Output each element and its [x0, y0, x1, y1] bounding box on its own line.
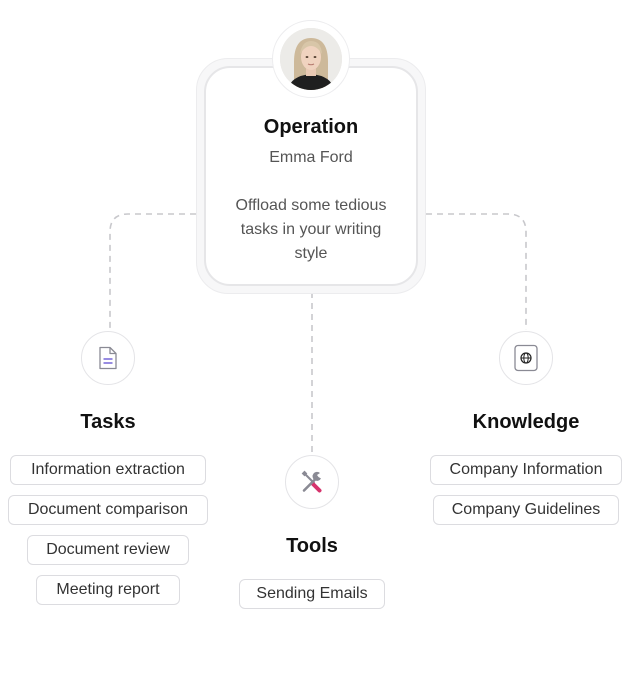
knowledge-chip-company-information[interactable]: Company Information — [430, 455, 622, 485]
task-chip-meeting-report[interactable]: Meeting report — [36, 575, 180, 605]
card-description: Offload some tedious tasks in your writi… — [235, 197, 387, 262]
tool-chip-sending-emails[interactable]: Sending Emails — [239, 579, 385, 609]
avatar[interactable] — [280, 28, 342, 90]
knowledge-icon-button[interactable] — [499, 331, 553, 385]
operation-card[interactable]: Operation Emma Ford Offload some tedious… — [204, 66, 418, 286]
knowledge-chip-company-guidelines[interactable]: Company Guidelines — [433, 495, 619, 525]
tools-icon — [301, 470, 322, 493]
card-person-name: Emma Ford — [269, 149, 353, 166]
tools-icon-button[interactable] — [285, 455, 339, 509]
tasks-icon-button[interactable] — [81, 331, 135, 385]
document-icon — [99, 346, 117, 370]
task-chip-information-extraction[interactable]: Information extraction — [10, 455, 206, 485]
task-chip-document-review[interactable]: Document review — [27, 535, 189, 565]
globe-icon — [514, 344, 538, 372]
avatar-portrait — [280, 28, 342, 90]
tasks-title: Tasks — [80, 411, 136, 433]
knowledge-title: Knowledge — [472, 411, 580, 433]
tools-title: Tools — [286, 535, 338, 557]
connector-knowledge — [426, 213, 527, 330]
connector-tasks — [109, 213, 196, 330]
task-chip-document-comparison[interactable]: Document comparison — [8, 495, 208, 525]
card-title: Operation — [263, 116, 359, 138]
